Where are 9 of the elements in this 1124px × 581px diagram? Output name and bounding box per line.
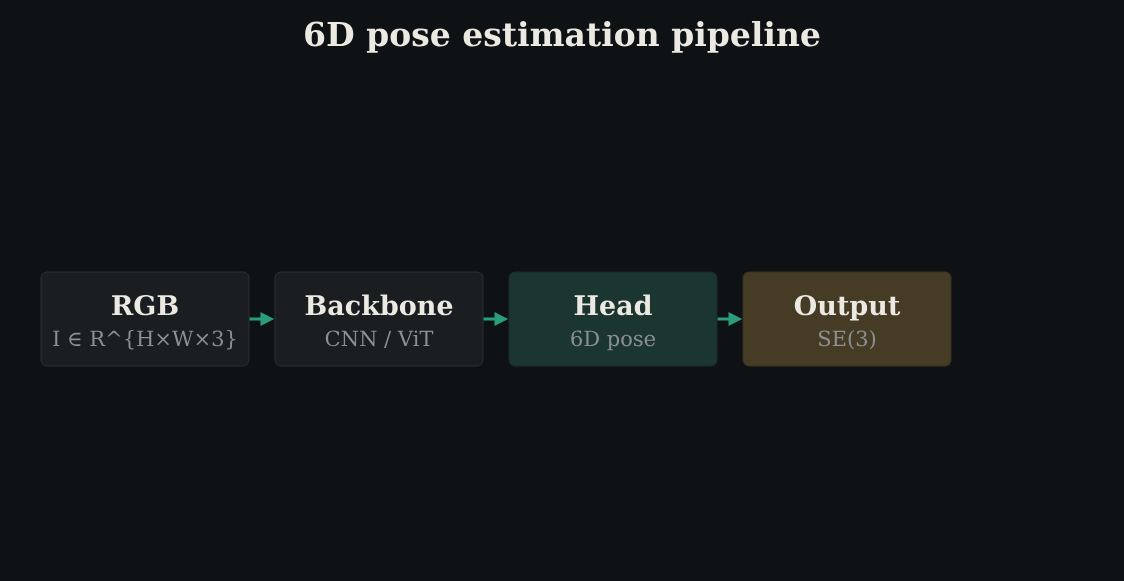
box-subtitle: SE(3) [819, 330, 876, 350]
box-title: RGB [112, 294, 178, 316]
box-title: Output [794, 294, 901, 321]
box-subtitle: 6D pose [571, 330, 655, 351]
box-title: Backbone [305, 294, 453, 316]
box-title: Head [574, 294, 652, 316]
title: 6D pose estimation pipeline [305, 20, 820, 53]
box-subtitle: CNN / ViT [325, 330, 434, 348]
box-subtitle: I ∈ R^{H×W×3} [53, 330, 236, 350]
